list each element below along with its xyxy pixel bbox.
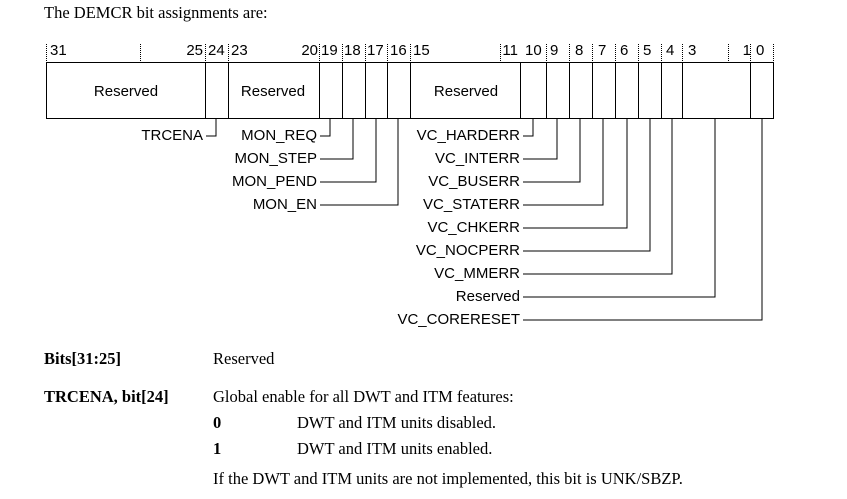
bit-number-10: 10 — [525, 42, 542, 59]
field-dividers — [205, 62, 751, 119]
bit-number-15: 15 — [413, 42, 430, 59]
unimplemented-note: If the DWT and ITM units are not impleme… — [213, 469, 683, 488]
bit-label-vc-staterr: VC_STATERR — [423, 196, 520, 213]
bit-number-20: 20 — [301, 42, 318, 59]
bit-label-trcena: TRCENA — [141, 127, 203, 144]
leader-vc-mmerr — [523, 119, 673, 275]
bit-position-ticks — [46, 44, 774, 62]
bit-number-17: 17 — [367, 42, 384, 59]
bit-label-vc-interr: VC_INTERR — [435, 150, 520, 167]
bit-number-23: 23 — [231, 42, 248, 59]
intro-text: The DEMCR bit assignments are: — [44, 3, 268, 22]
bit-number-9: 9 — [550, 42, 558, 59]
bit-labels: TRCENA MON_REQ MON_STEP MON_PEND MON_EN VC_HA… — [141, 127, 520, 328]
bit-number-19: 19 — [321, 42, 338, 59]
bit-label-mon-step: MON_STEP — [234, 150, 317, 167]
bit-label-mon-req: MON_REQ — [241, 127, 317, 144]
field-desc-trcena: Global enable for all DWT and ITM featur… — [213, 387, 514, 406]
bit-label-vc-harderr: VC_HARDERR — [417, 127, 521, 144]
leader-vc-corereset — [523, 119, 763, 321]
field-label-reserved: Reserved — [434, 83, 498, 100]
leader-trcena — [206, 119, 217, 137]
bit-number-16: 16 — [390, 42, 407, 59]
bit-number-0: 0 — [756, 42, 764, 59]
field-label-reserved: Reserved — [241, 83, 305, 100]
bit-number-3: 3 — [688, 42, 696, 59]
bit-number-25: 25 — [186, 42, 203, 59]
bit-label-vc-mmerr: VC_MMERR — [434, 265, 520, 282]
bit-number-11: 11 — [502, 42, 518, 59]
field-desc-bits-31-25: Reserved — [213, 349, 275, 368]
leader-vc-staterr — [523, 119, 604, 206]
leader-mon-en — [320, 119, 399, 206]
bit-label-vc-buserr: VC_BUSERR — [428, 173, 520, 190]
field-name-bits-31-25: Bits[31:25] — [44, 349, 121, 368]
bit-number-1: 1 — [743, 42, 751, 59]
bit-label-mon-en: MON_EN — [253, 196, 317, 213]
bit-label-reserved-bit3: Reserved — [456, 288, 520, 305]
leader-vc-nocperr — [523, 119, 651, 252]
bit-number-18: 18 — [344, 42, 361, 59]
bit-number-4: 4 — [666, 42, 674, 59]
bit-number-8: 8 — [575, 42, 583, 59]
leader-mon-pend — [320, 119, 377, 183]
trcena-value-0: 0 — [213, 413, 222, 432]
field-name-trcena: TRCENA, bit[24] — [44, 387, 169, 406]
bit-label-vc-corereset: VC_CORERESET — [397, 311, 520, 328]
leader-vc-chkerr — [523, 119, 628, 229]
bit-label-vc-nocperr: VC_NOCPERR — [416, 242, 520, 259]
field-labels: Reserved Reserved Reserved — [94, 83, 498, 100]
leader-lines — [206, 119, 763, 321]
bit-number-31: 31 — [50, 42, 67, 59]
bit-number-7: 7 — [598, 42, 606, 59]
leader-mon-step — [320, 119, 354, 160]
bit-label-vc-chkerr: VC_CHKERR — [427, 219, 520, 236]
bit-number-5: 5 — [643, 42, 651, 59]
leader-mon-req — [320, 119, 331, 137]
bit-number-6: 6 — [620, 42, 628, 59]
bit-number-24: 24 — [208, 42, 225, 59]
bit-label-mon-pend: MON_PEND — [232, 173, 317, 190]
leader-vc-buserr — [523, 119, 581, 183]
leader-reserved — [523, 119, 716, 298]
trcena-value-1: 1 — [213, 439, 222, 458]
leader-vc-interr — [523, 119, 558, 160]
leader-vc-harderr — [523, 119, 534, 137]
trcena-meaning-1: DWT and ITM units enabled. — [297, 439, 493, 458]
field-label-reserved: Reserved — [94, 83, 158, 100]
trcena-meaning-0: DWT and ITM units disabled. — [297, 413, 497, 432]
